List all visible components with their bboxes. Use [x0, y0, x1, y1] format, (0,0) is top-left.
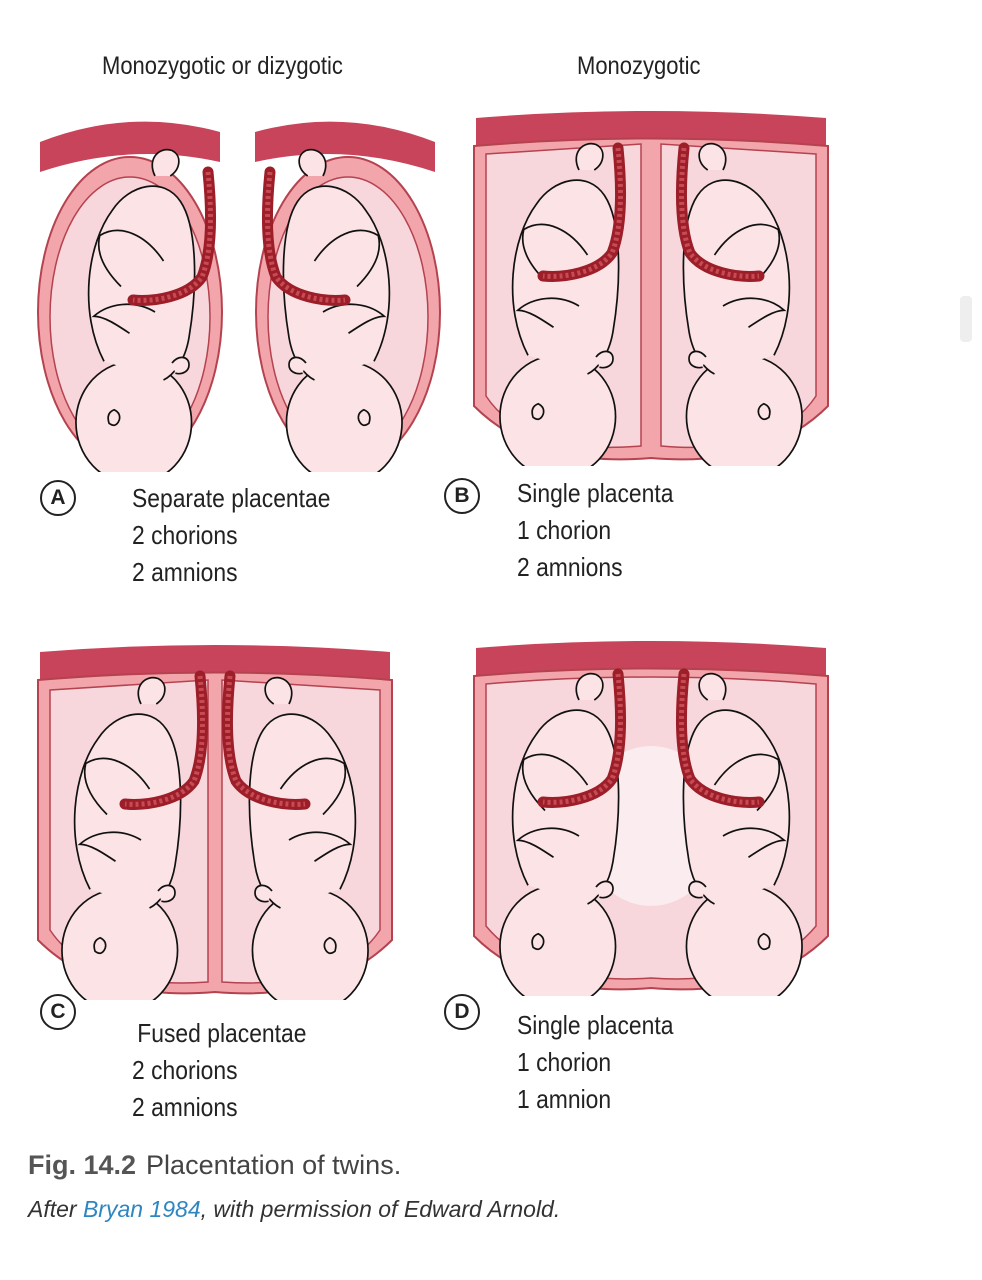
- credit-link[interactable]: Bryan 1984: [82, 1196, 201, 1222]
- scrollbar-handle[interactable]: [960, 296, 972, 342]
- heading-monozygotic: Monozygotic: [577, 52, 701, 80]
- panel-b-caption: Single placenta 1 chorion 2 amnions: [517, 475, 673, 586]
- panel-c-caption: Fused placentae 2 chorions 2 amnions: [132, 1015, 306, 1126]
- figure-number: Fig. 14.2: [28, 1150, 137, 1180]
- panel-d-line-3: 1 amnion: [517, 1084, 612, 1114]
- left-sac: [37, 121, 223, 472]
- panel-a-caption: Separate placentae 2 chorions 2 amnions: [132, 480, 330, 591]
- panel-b-line-1: Single placenta: [517, 478, 674, 508]
- diagram-panel-d: [473, 641, 829, 996]
- diagram-panel-a: [37, 121, 441, 472]
- panel-b-line-2: 1 chorion: [517, 515, 612, 545]
- panel-a-line-3: 2 amnions: [132, 557, 238, 587]
- panel-c-line-3: 2 amnions: [132, 1092, 238, 1122]
- panel-d-line-1: Single placenta: [517, 1010, 674, 1040]
- panel-d-caption: Single placenta 1 chorion 1 amnion: [517, 1007, 673, 1118]
- panel-b-line-3: 2 amnions: [517, 552, 623, 582]
- heading-monozygotic-or-dizygotic: Monozygotic or dizygotic: [102, 52, 343, 80]
- panel-c-line-2: 2 chorions: [132, 1055, 238, 1085]
- panel-a-label: A: [40, 480, 76, 516]
- panel-c-label: C: [40, 994, 76, 1030]
- panel-d-line-2: 1 chorion: [517, 1047, 612, 1077]
- figure-credit: After Bryan 1984, with permission of Edw…: [28, 1196, 560, 1223]
- credit-prefix: After: [28, 1196, 83, 1222]
- panel-b-label: B: [444, 478, 480, 514]
- panel-a-line-2: 2 chorions: [132, 520, 238, 550]
- panel-a-line-1: Separate placentae: [132, 483, 331, 513]
- credit-suffix: , with permission of Edward Arnold.: [200, 1196, 561, 1222]
- panel-c-line-1: Fused placentae: [137, 1018, 307, 1048]
- right-sac: [255, 121, 441, 472]
- figure-caption: Fig. 14.2 Placentation of twins.: [28, 1150, 401, 1181]
- diagram-panel-c: [37, 645, 393, 1000]
- figure-title: Placentation of twins.: [146, 1150, 402, 1180]
- diagram-panel-b: [473, 111, 829, 466]
- panel-d-label: D: [444, 994, 480, 1030]
